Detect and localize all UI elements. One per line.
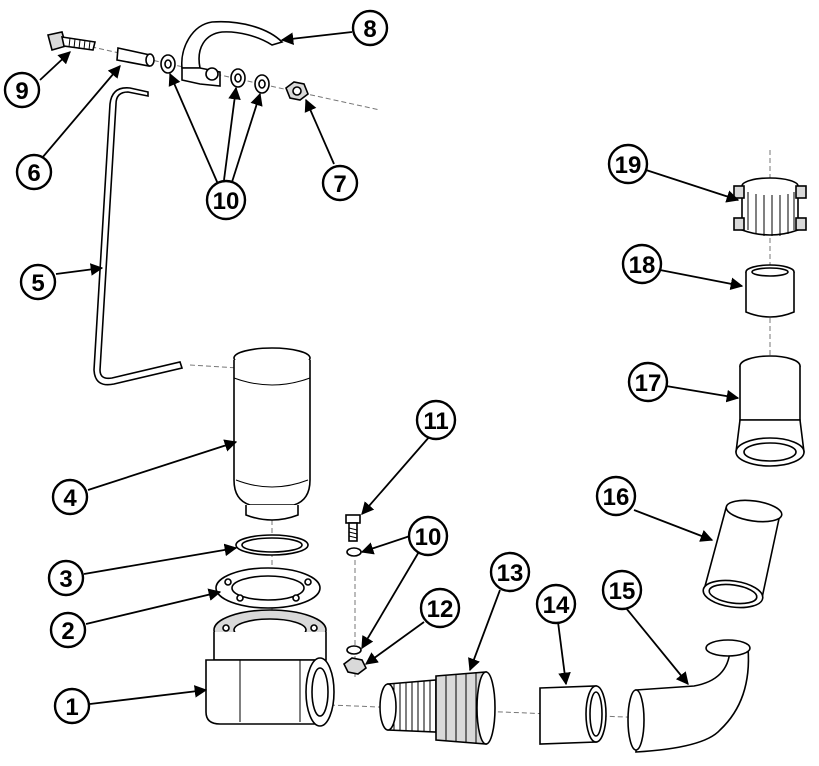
callout-13: 13 bbox=[489, 551, 531, 593]
callout-19: 19 bbox=[607, 143, 649, 185]
callout-label-11: 11 bbox=[423, 408, 448, 435]
callout-label-8: 8 bbox=[363, 16, 376, 43]
union-part bbox=[379, 671, 496, 745]
callout-label-2: 2 bbox=[61, 618, 74, 645]
bolt-part bbox=[47, 31, 96, 51]
callout-16: 16 bbox=[595, 475, 637, 517]
callout-label-4: 4 bbox=[63, 485, 77, 512]
elbow-part bbox=[627, 639, 751, 753]
callout-14: 14 bbox=[535, 583, 577, 625]
callout-label-7: 7 bbox=[333, 171, 346, 198]
tank-part bbox=[233, 347, 311, 521]
callout-10-top: 10 bbox=[205, 179, 247, 221]
callout-label-14: 14 bbox=[543, 592, 570, 619]
callout-label-18: 18 bbox=[629, 252, 656, 279]
callout-15: 15 bbox=[601, 569, 643, 611]
callout-18: 18 bbox=[621, 243, 663, 285]
callout-1: 1 bbox=[53, 687, 91, 725]
callout-label-5: 5 bbox=[31, 270, 44, 297]
rod-part bbox=[93, 87, 184, 386]
clamp-adapter-part bbox=[733, 177, 807, 236]
callout-label-13: 13 bbox=[497, 560, 524, 587]
washers-lower bbox=[346, 547, 362, 655]
callout-10-lower: 10 bbox=[407, 515, 449, 557]
o-ring-part bbox=[235, 534, 309, 556]
callout-label-16: 16 bbox=[603, 484, 630, 511]
callout-label-17: 17 bbox=[635, 370, 662, 397]
pipe-part bbox=[702, 499, 783, 609]
callout-12: 12 bbox=[419, 587, 461, 629]
screw-part bbox=[345, 514, 361, 542]
lever-bracket-part bbox=[181, 20, 284, 87]
callout-label-10-top: 10 bbox=[213, 188, 240, 215]
valve-body-part bbox=[205, 609, 335, 727]
bushing-part bbox=[745, 264, 795, 318]
callout-label-15: 15 bbox=[609, 578, 636, 605]
washers-top bbox=[160, 54, 270, 94]
coupling-part bbox=[539, 685, 607, 745]
nut-part bbox=[285, 81, 309, 101]
callout-6: 6 bbox=[15, 153, 53, 191]
pin-part bbox=[116, 47, 155, 67]
callout-17: 17 bbox=[627, 361, 669, 403]
callout-2: 2 bbox=[49, 611, 87, 649]
callout-label-19: 19 bbox=[615, 152, 642, 179]
callout-label-9: 9 bbox=[15, 78, 28, 105]
callout-label-1: 1 bbox=[65, 694, 78, 721]
callout-9: 9 bbox=[3, 71, 41, 109]
callout-5: 5 bbox=[19, 263, 57, 301]
tee-part bbox=[735, 355, 805, 467]
callout-8: 8 bbox=[351, 9, 389, 47]
lower-nut-part bbox=[342, 657, 368, 675]
callout-4: 4 bbox=[51, 478, 89, 516]
callout-label-10-lower: 10 bbox=[415, 524, 442, 551]
callout-label-6: 6 bbox=[27, 160, 40, 187]
gasket-part bbox=[215, 567, 321, 609]
callout-label-12: 12 bbox=[427, 596, 454, 623]
callout-11: 11 bbox=[415, 399, 457, 441]
leader-lines bbox=[39, 31, 744, 705]
callout-label-3: 3 bbox=[59, 566, 72, 593]
callout-7: 7 bbox=[321, 164, 359, 202]
callout-3: 3 bbox=[47, 559, 85, 597]
